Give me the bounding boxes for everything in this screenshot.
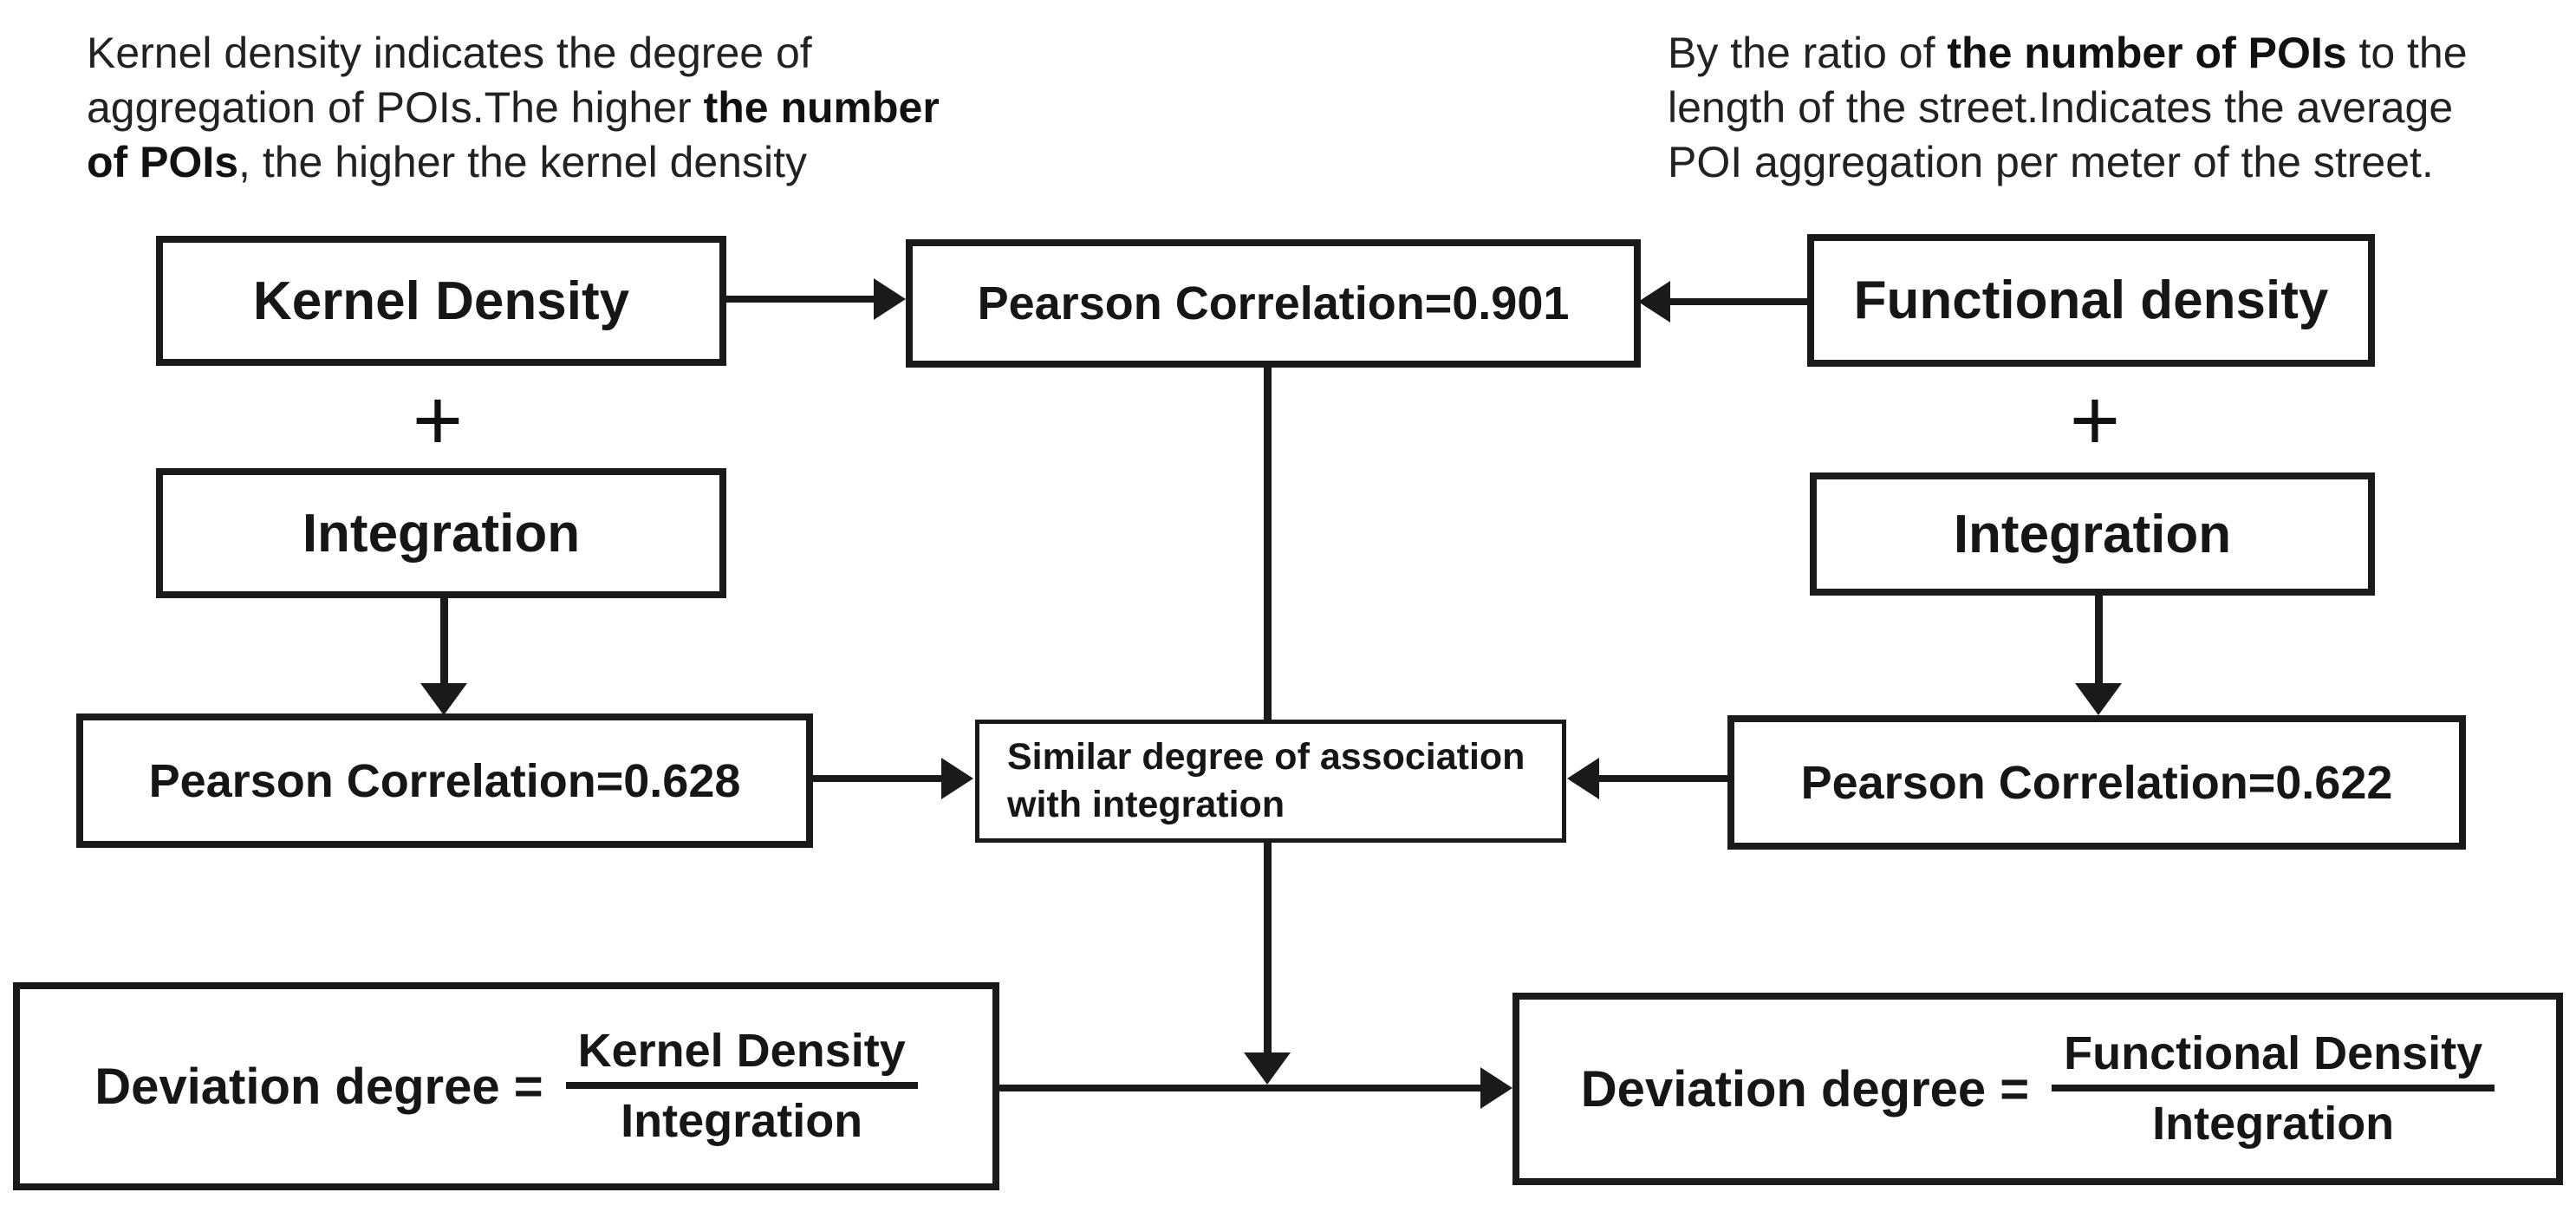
integration-left-box: Integration (156, 468, 726, 598)
pearson-correlation-top-box: Pearson Correlation=0.901 (906, 239, 1641, 368)
connector-similar-to-bottom-line (1264, 839, 1272, 1056)
deviation-right-box: Deviation degree = Functional Density In… (1512, 993, 2563, 1185)
arrow-kernel-to-pearson-head-icon (874, 278, 906, 320)
arrow-pearson622-to-similar-line (1597, 775, 1727, 782)
functional-density-note-line3: POI aggregation per meter of the street. (1668, 138, 2434, 186)
functional-density-note-line2: length of the street.Indicates the avera… (1668, 83, 2454, 132)
arrow-pearson628-to-similar-head-icon (941, 758, 973, 799)
arrow-integration-right-line (2095, 596, 2103, 687)
arrow-pearson622-to-similar-head-icon (1567, 758, 1599, 799)
kernel-density-box: Kernel Density (156, 236, 726, 366)
arrow-integration-left-head-icon (420, 683, 467, 715)
integration-right-box: Integration (1810, 472, 2375, 596)
plus-right-icon: + (2069, 371, 2121, 469)
pearson-correlation-left-box: Pearson Correlation=0.628 (76, 714, 813, 848)
connector-similar-to-bottom-head-icon (1244, 1052, 1291, 1085)
similar-degree-text: Similar degree of association with integ… (1007, 733, 1525, 829)
deviation-left-label: Deviation degree = (94, 1058, 543, 1115)
pearson-correlation-right-box: Pearson Correlation=0.622 (1727, 715, 2466, 850)
deviation-right-numerator: Functional Density (2052, 1022, 2495, 1091)
kernel-density-note-line3: of POIs, the higher the kernel density (87, 138, 807, 186)
arrow-functional-to-pearson-line (1669, 298, 1809, 305)
deviation-right-label: Deviation degree = (1580, 1060, 2030, 1118)
arrow-deviation-left-to-right-head-icon (1480, 1067, 1512, 1109)
deviation-left-numerator: Kernel Density (565, 1020, 918, 1089)
functional-density-note-line1: By the ratio of the number of POIs to th… (1668, 29, 2468, 77)
similar-degree-box: Similar degree of association with integ… (975, 720, 1566, 843)
similar-degree-line2: with integration (1007, 784, 1285, 825)
arrow-deviation-left-to-right-line (997, 1085, 1484, 1091)
similar-degree-line1: Similar degree of association (1007, 736, 1525, 778)
arrow-pearson628-to-similar-line (811, 775, 943, 782)
plus-left-icon: + (412, 371, 464, 469)
connector-pearson-to-similar-line (1264, 367, 1272, 720)
deviation-left-fraction: Kernel Density Integration (565, 1020, 918, 1153)
kernel-density-note: Kernel density indicates the degree of a… (87, 26, 1127, 190)
functional-density-note: By the ratio of the number of POIs to th… (1668, 26, 2569, 190)
kernel-density-note-line2: aggregation of POIs.The higher the numbe… (87, 83, 940, 132)
arrow-integration-left-line (440, 598, 448, 690)
arrow-integration-right-head-icon (2075, 683, 2122, 715)
arrow-kernel-to-pearson-line (726, 296, 875, 303)
deviation-right-denominator: Integration (2152, 1098, 2395, 1150)
functional-density-box: Functional density (1807, 234, 2375, 367)
deviation-left-denominator: Integration (621, 1095, 863, 1147)
deviation-left-box: Deviation degree = Kernel Density Integr… (13, 982, 999, 1190)
kernel-density-note-line1: Kernel density indicates the degree of (87, 29, 812, 77)
arrow-functional-to-pearson-head-icon (1638, 281, 1670, 323)
deviation-right-fraction: Functional Density Integration (2052, 1022, 2495, 1156)
